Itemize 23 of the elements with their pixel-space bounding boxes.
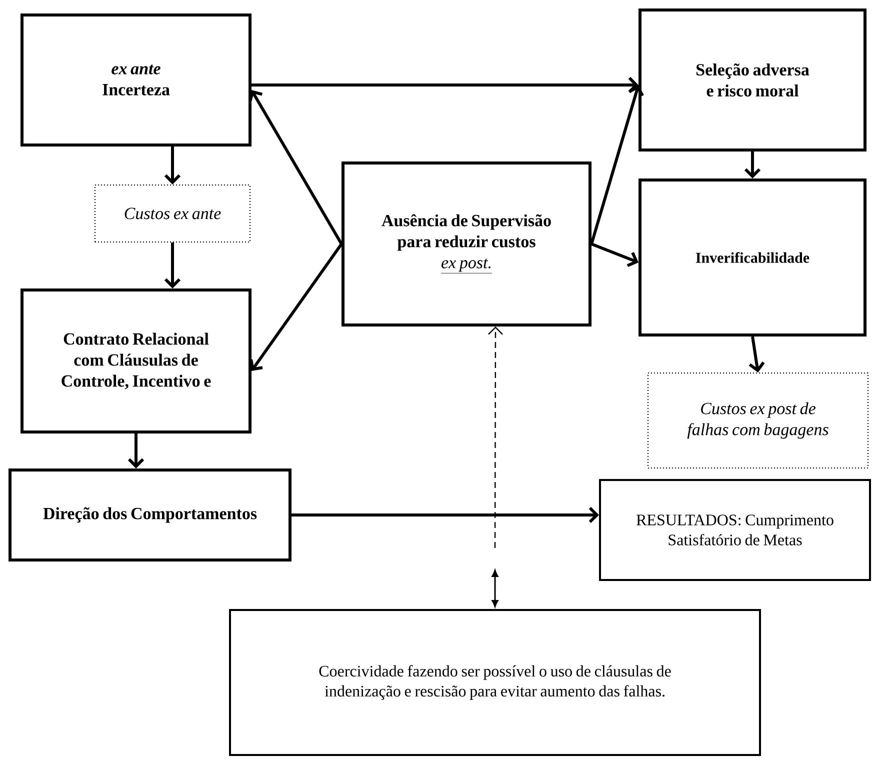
process-box: Ausência de Supervisão para reduzir custos ex post.	[342, 162, 592, 326]
process-box: Direção dos Comportamentos	[8, 468, 292, 562]
arrow	[248, 90, 343, 245]
arrow	[744, 152, 761, 178]
arrow	[590, 242, 638, 268]
arrow	[252, 76, 638, 94]
arrow	[748, 336, 765, 372]
arrow	[128, 433, 144, 468]
arrow	[164, 242, 181, 288]
arrow	[488, 326, 503, 548]
result-box: RESULTADOS: Cumprimento Satisfatório de Metas	[599, 478, 871, 581]
note-box: Custos ex post de falhas com bagagens	[648, 372, 868, 468]
note-box: Custos ex ante	[94, 184, 250, 242]
process-box: Contrato Relacional com Cláusulas de Controle, Incentivo e	[20, 288, 252, 434]
arrow	[164, 146, 181, 184]
process-box: Inverificabilidade	[638, 178, 866, 336]
arrow	[250, 243, 343, 371]
process-box: ex ante Incerteza	[20, 14, 252, 146]
arrow	[292, 506, 599, 524]
process-box: Seleção adversa e risco moral	[638, 8, 866, 152]
note-box: Coercividade fazendo ser possível o uso de cláusulas de indenização e rescisão para evitar aumento das falhas.	[229, 608, 761, 756]
arrow	[590, 85, 644, 244]
arrow	[492, 570, 498, 608]
